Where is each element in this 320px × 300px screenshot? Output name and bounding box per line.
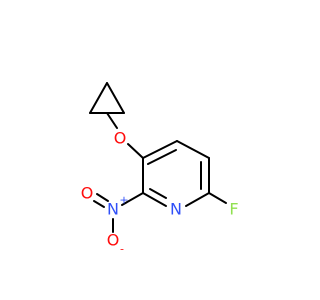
nitro-positive-charge: + xyxy=(119,194,128,207)
oxygen-nitro-double-label: O xyxy=(81,184,94,203)
bond-cyclopropyl-1 xyxy=(89,82,108,114)
bond-c6-fluorine xyxy=(208,192,227,204)
bond-ring-c3-c4 xyxy=(142,140,178,159)
bond-ring-n1-c2 xyxy=(142,192,167,207)
oxygen-ether-label: O xyxy=(114,129,127,148)
bond-nitro-double-1 xyxy=(96,193,109,202)
oxygen-nitro-single-label: O xyxy=(107,231,120,250)
bond-oxygen-ring xyxy=(127,143,144,159)
molecule-diagram: O N F N + O O - xyxy=(81,82,239,256)
nitrogen-ring-label: N xyxy=(170,200,182,219)
bond-nitro-double-2 xyxy=(93,200,105,208)
bond-ring-n1-c2-inner xyxy=(149,188,167,199)
bond-c2-nitro xyxy=(121,192,144,206)
bonds xyxy=(89,82,227,233)
bond-ring-c3-c4-inner xyxy=(147,149,177,165)
nitrogen-nitro-label: N xyxy=(107,200,119,219)
bond-ring-c4-c5 xyxy=(176,140,210,159)
molecule-canvas: O N F N + O O - xyxy=(81,82,239,256)
nitro-negative-charge: - xyxy=(120,243,124,256)
bond-ring-c6-n1 xyxy=(185,192,210,207)
bond-cyclopropyl-oxygen xyxy=(106,112,118,129)
bond-cyclopropyl-2 xyxy=(106,82,125,114)
fluorine-label: F xyxy=(229,200,238,219)
